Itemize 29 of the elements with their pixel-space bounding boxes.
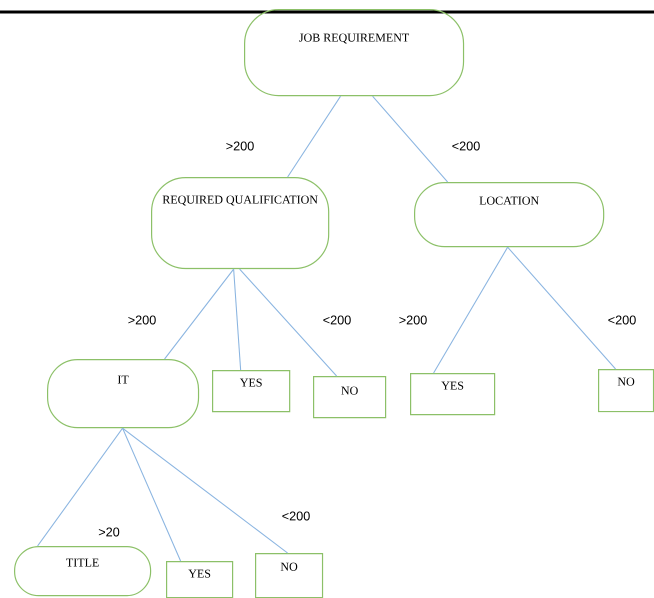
edge-label: >200 [126, 314, 158, 326]
connector-line [164, 268, 234, 360]
edge-label: <200 [321, 314, 353, 326]
connector-line [507, 246, 616, 370]
leaf-box: YES [410, 373, 496, 416]
connector-line [287, 96, 342, 178]
connector-line [239, 268, 337, 376]
edge-label: >20 [96, 526, 122, 538]
edge-label: <200 [280, 510, 312, 522]
leaf-box: NO [598, 369, 654, 412]
leaf-box: NO [313, 376, 386, 418]
decision-node: LOCATION [414, 182, 604, 248]
edge-label: >200 [397, 314, 429, 326]
decision-node: IT [47, 359, 200, 428]
connector-line [433, 246, 508, 374]
edge-label: <200 [606, 314, 638, 326]
decision-node: JOB REQUIREMENT [244, 9, 464, 96]
connector-line [37, 428, 123, 546]
connector-line [372, 96, 448, 182]
leaf-box: YES [212, 370, 290, 412]
edge-label: <200 [450, 140, 482, 152]
decision-node: REQUIRED QUALIFICATION [151, 177, 330, 270]
edge-label: >200 [224, 140, 256, 152]
connector-line [233, 269, 242, 370]
connector-line [122, 428, 288, 554]
decision-node: TITLE [14, 546, 152, 596]
leaf-box: YES [166, 561, 234, 598]
leaf-box: NO [255, 553, 324, 598]
connector-line [122, 428, 182, 562]
